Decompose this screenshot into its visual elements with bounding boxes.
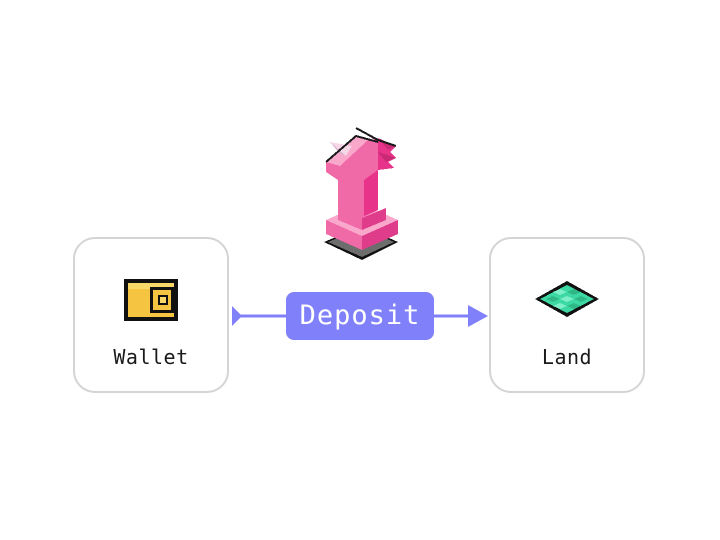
deposit-label[interactable]: Deposit <box>286 292 434 340</box>
wallet-icon <box>122 277 180 327</box>
unicorn-knight-icon <box>316 120 406 269</box>
land-card[interactable]: Land <box>489 237 645 393</box>
arrow-head <box>468 305 488 327</box>
wallet-card[interactable]: Wallet <box>73 237 229 393</box>
wallet-label: Wallet <box>113 345 189 369</box>
land-label: Land <box>541 345 593 369</box>
arrow-tail <box>232 306 242 326</box>
land-tile-icon <box>533 277 601 325</box>
